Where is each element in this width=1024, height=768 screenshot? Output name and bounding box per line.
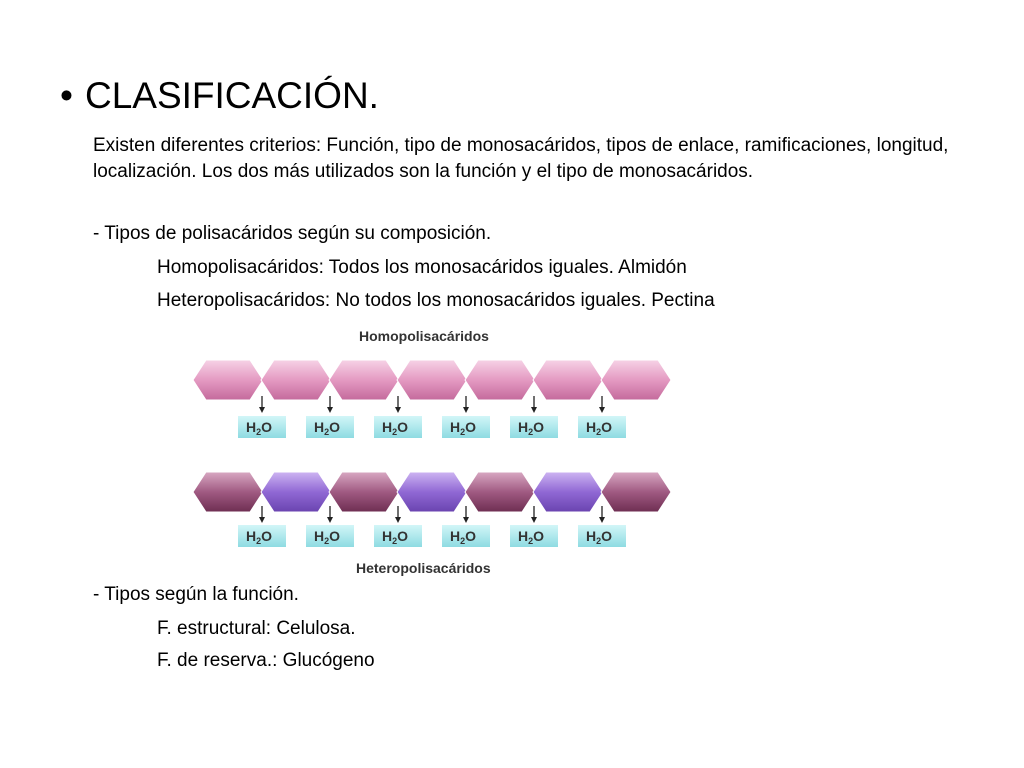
- hetero-monosaccharide-unit: [600, 471, 672, 513]
- homo-monosaccharide-unit: [260, 359, 332, 401]
- hetero-monosaccharide-unit: [396, 471, 468, 513]
- hetero-water-label: H2O: [586, 528, 612, 546]
- hetero-monosaccharide-unit: [464, 471, 536, 513]
- homo-monosaccharide-unit: [192, 359, 264, 401]
- hetero-water-box: [510, 525, 558, 547]
- slide-title: • CLASIFICACIÓN.: [60, 74, 379, 118]
- hetero-arrow-icon: [531, 506, 537, 523]
- hetero-water-label: H2O: [246, 528, 272, 546]
- hetero-monosaccharide-unit: [260, 471, 332, 513]
- homo-monosaccharide-unit: [532, 359, 604, 401]
- homopolysaccharide-water-row: H2O H2O H2O H2O H2O H2O: [238, 396, 626, 438]
- title-text: CLASIFICACIÓN.: [84, 75, 379, 116]
- homo-arrow-icon: [531, 396, 537, 413]
- homo-arrow-icon: [463, 396, 469, 413]
- homo-arrow-icon: [395, 396, 401, 413]
- homo-water-box: [578, 416, 626, 438]
- hetero-water-box: [306, 525, 354, 547]
- hetero-arrow-icon: [327, 506, 333, 523]
- homopolysaccharide-chain: [192, 359, 672, 401]
- homo-monosaccharide-unit: [600, 359, 672, 401]
- function-heading: - Tipos según la función.: [93, 584, 299, 605]
- homo-arrow-icon: [327, 396, 333, 413]
- homo-water-label: H2O: [382, 419, 408, 437]
- hetero-water-label: H2O: [314, 528, 340, 546]
- heteropolysaccharide-chain: [192, 471, 672, 513]
- reserve-function: F. de reserva.: Glucógeno: [157, 650, 375, 671]
- hetero-arrow-icon: [463, 506, 469, 523]
- heteropolysaccharide-definition: Heteropolisacáridos: No todos los monosa…: [157, 290, 715, 311]
- hetero-water-box: [442, 525, 490, 547]
- homo-water-label: H2O: [450, 419, 476, 437]
- homo-water-box: [238, 416, 286, 438]
- homo-water-label: H2O: [246, 419, 272, 437]
- polysaccharide-diagram: Homopolisacáridos H2O H2O H2O H2O H2O H2O H2O…: [192, 328, 672, 576]
- homo-arrow-icon: [599, 396, 605, 413]
- structural-function: F. estructural: Celulosa.: [157, 618, 356, 639]
- hetero-arrow-icon: [395, 506, 401, 523]
- homo-water-box: [442, 416, 490, 438]
- homo-arrow-icon: [259, 396, 265, 413]
- hetero-water-box: [578, 525, 626, 547]
- hetero-arrow-icon: [259, 506, 265, 523]
- hetero-water-label: H2O: [518, 528, 544, 546]
- homo-monosaccharide-unit: [396, 359, 468, 401]
- composition-heading: - Tipos de polisacáridos según su compos…: [93, 223, 492, 244]
- homo-water-box: [306, 416, 354, 438]
- heteropolysaccharides-label: Heteropolisacáridos: [356, 560, 491, 576]
- homo-water-box: [374, 416, 422, 438]
- homopolysaccharides-label: Homopolisacáridos: [359, 328, 489, 344]
- hetero-arrow-icon: [599, 506, 605, 523]
- hetero-water-label: H2O: [450, 528, 476, 546]
- homopolysaccharide-definition: Homopolisacáridos: Todos los monosacárid…: [157, 257, 687, 278]
- hetero-monosaccharide-unit: [328, 471, 400, 513]
- hetero-monosaccharide-unit: [532, 471, 604, 513]
- hetero-water-label: H2O: [382, 528, 408, 546]
- homo-water-label: H2O: [314, 419, 340, 437]
- heteropolysaccharide-water-row: H2O H2O H2O H2O H2O H2O: [238, 506, 626, 547]
- homo-water-label: H2O: [586, 419, 612, 437]
- homo-water-box: [510, 416, 558, 438]
- homo-monosaccharide-unit: [328, 359, 400, 401]
- hetero-water-box: [238, 525, 286, 547]
- intro-paragraph: Existen diferentes criterios: Función, t…: [93, 135, 949, 182]
- title-bullet: •: [60, 75, 73, 116]
- homo-water-label: H2O: [518, 419, 544, 437]
- homo-monosaccharide-unit: [464, 359, 536, 401]
- hetero-water-box: [374, 525, 422, 547]
- hetero-monosaccharide-unit: [192, 471, 264, 513]
